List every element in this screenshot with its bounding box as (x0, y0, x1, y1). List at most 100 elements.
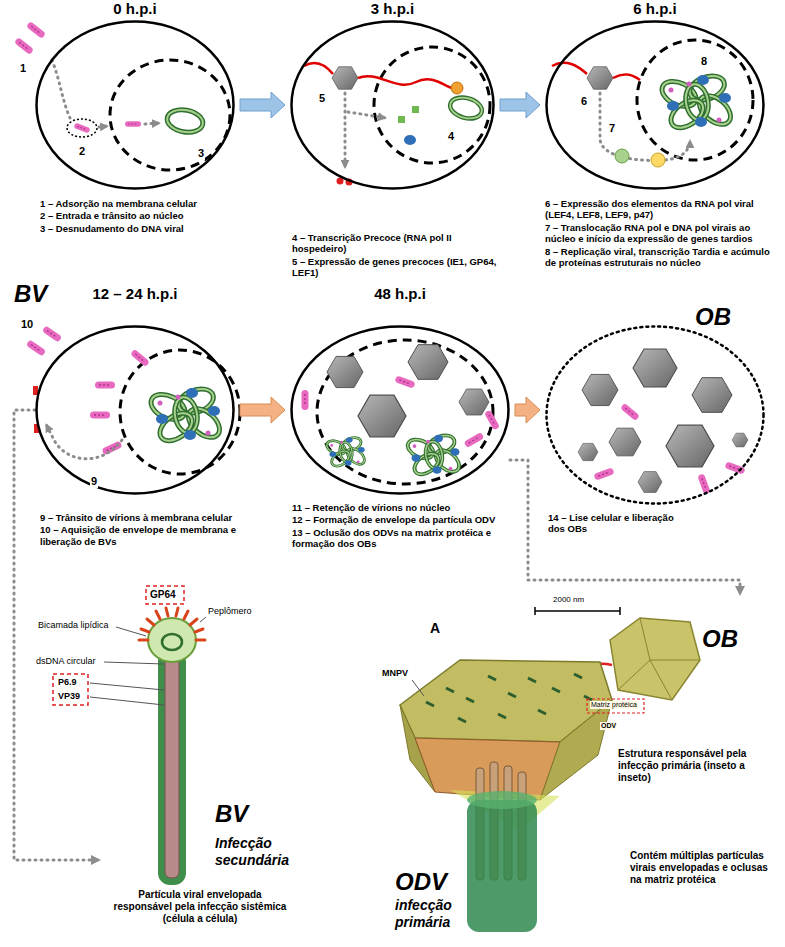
step-description-list: 4 – Transcrição Precoce (RNA pol II hosp… (292, 232, 497, 280)
rna-polymerase (615, 149, 629, 163)
infected-cell: 6 h.p.i687 (545, 20, 765, 190)
occlusion-body (578, 443, 598, 460)
dotted-flow-arrow (510, 460, 740, 595)
mrna (304, 63, 452, 88)
virion (394, 375, 415, 388)
virion (130, 349, 150, 367)
infected-cell: 3 h.p.i54 (290, 20, 495, 190)
virion (484, 410, 500, 431)
part-label: dsDNA circular (36, 656, 96, 667)
particle-name: OB (702, 625, 738, 654)
cell-membrane (545, 20, 765, 190)
transport-arrow (344, 93, 347, 168)
stage-heading: 6 h.p.i (545, 0, 765, 18)
highlight-box (587, 699, 644, 713)
particle-name: OB (695, 303, 731, 332)
virion (74, 123, 91, 134)
step-description-list: 11 – Retenção de vírions no núcleo12 – F… (292, 502, 514, 551)
virion (95, 382, 115, 389)
virion (14, 37, 34, 55)
protein-label: VP39 (58, 691, 80, 702)
lysed-cell: OB (545, 325, 765, 505)
virion (302, 390, 309, 410)
stage-heading: 0 h.p.i (35, 0, 235, 18)
callout-number: 8 (700, 55, 708, 68)
entry-path (52, 60, 70, 118)
virion (464, 432, 485, 448)
step-description: 8 – Replicação viral, transcrição Tardia… (545, 246, 780, 269)
occlusion-body (666, 425, 714, 467)
occlusion-body (633, 349, 677, 387)
cell-0h-art (14, 21, 230, 170)
step-description: 9 – Trânsito de vírions à membrana celul… (40, 512, 240, 523)
virion (697, 473, 710, 494)
ribosome (332, 67, 358, 90)
budded-virus-illustration: BVInfecção secundária (100, 595, 290, 885)
viral-dna (165, 107, 204, 135)
virion (724, 461, 745, 474)
odv-envelope (467, 800, 537, 932)
protein (412, 106, 419, 113)
budded-virus-art (53, 586, 206, 885)
part-label: MNPV (382, 668, 408, 679)
viral-dna (147, 385, 225, 447)
step-description-list: 9 – Trânsito de vírions à membrana celul… (40, 512, 240, 548)
virion (26, 21, 46, 39)
occlusion-body (610, 618, 700, 700)
step-description-list: 6 – Expressão dos elementos da RNA pol v… (545, 198, 780, 269)
envelope-tube (158, 650, 186, 885)
mrna (552, 63, 640, 80)
callout-number: 6 (580, 95, 588, 108)
peplomer-spikes (139, 608, 205, 640)
callout-number: 2 (78, 145, 86, 158)
ribosome (587, 67, 613, 90)
transit-arrow (46, 424, 122, 459)
step-description: 10 – Aquisição de envelope de membrana e… (40, 524, 240, 547)
protein-label: P6.9 (58, 677, 77, 688)
viral-dna (325, 435, 368, 469)
callout-number: 10 (20, 318, 34, 331)
occlusion-body (408, 345, 448, 380)
virion (125, 121, 141, 127)
step-description: 11 – Retenção de vírions no núcleo (292, 502, 514, 513)
membrane-outline (547, 327, 764, 504)
nucleus (317, 340, 493, 484)
nucleus (374, 47, 490, 163)
endosome (67, 119, 97, 137)
viral-dna (448, 94, 484, 122)
occlusion-body (638, 472, 662, 493)
nucleus (637, 40, 753, 160)
infection-type: Infecção secundária (215, 835, 315, 869)
viral-dna (405, 432, 463, 478)
occlusion-body (732, 433, 748, 447)
stage-heading: 3 h.p.i (290, 0, 495, 18)
step-description-list: 14 – Lise celular e liberação dos OBs (548, 512, 678, 536)
callout-number: 4 (447, 130, 455, 143)
part-label: Bicamada lipídica (38, 620, 109, 631)
dotted-flow-arrow (14, 410, 100, 860)
transport-arrow (600, 93, 690, 160)
polyhedron-side (540, 700, 612, 800)
cell-48h-art (302, 340, 501, 484)
stage-heading: 48 h.p.i (290, 285, 510, 303)
uncoating-arrow (145, 123, 160, 124)
membrane-outline (292, 22, 494, 189)
scale-bar-ticks (535, 607, 620, 615)
phase-arrow (240, 397, 285, 423)
callout-number: 7 (608, 122, 616, 135)
callout-number: 1 (19, 62, 27, 75)
leader-lines (90, 617, 206, 705)
odv-envelope-top (467, 791, 537, 809)
rna-polymerase (451, 82, 463, 94)
transit-arrow (99, 126, 108, 127)
step-description: 6 – Expressão dos elementos da RNA pol v… (545, 198, 780, 221)
explanatory-note: Estrutura responsável pela infecção prim… (618, 748, 778, 784)
step-description: 13 – Oclusão dos ODVs na matrix protéica… (292, 527, 514, 550)
capsid (165, 656, 179, 878)
budded-virion (42, 325, 62, 342)
scale-label: 2000 nm (553, 595, 584, 605)
membrane-outline (37, 22, 234, 189)
occluded-odvs (426, 674, 592, 722)
particle-name: BV (14, 280, 47, 309)
